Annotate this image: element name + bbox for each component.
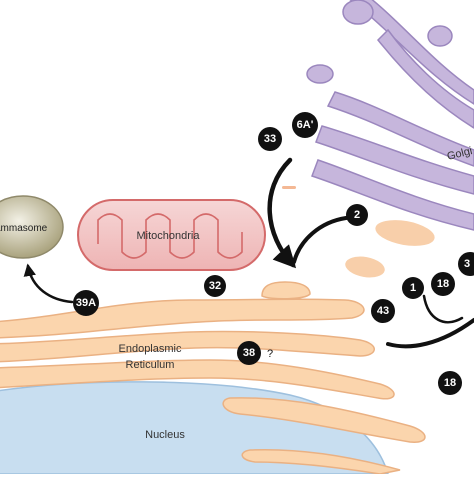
arrow-33-to-er — [267, 157, 297, 269]
endoplasmic-reticulum — [0, 281, 426, 475]
nucleus-label: Nucleus — [145, 429, 185, 441]
svg-text:43: 43 — [377, 305, 389, 317]
badge-33: 33 — [258, 127, 282, 151]
svg-text:18: 18 — [437, 278, 449, 290]
badge-38: 38 — [237, 341, 261, 365]
arrow-39a-to-inflammasome — [23, 263, 74, 304]
badge-2: 2 — [346, 204, 368, 226]
badge-32: 32 — [204, 275, 226, 297]
arrows — [23, 157, 474, 349]
svg-text:1: 1 — [410, 282, 416, 294]
inflammasome-label: ammasome — [0, 223, 48, 234]
arrow-2-to-er — [292, 216, 348, 264]
svg-text:32: 32 — [209, 280, 221, 292]
question-mark: ? — [267, 348, 273, 360]
mitochondria: Mitochondria — [77, 199, 266, 271]
badge-6a: 6A' — [292, 112, 318, 138]
badge-1: 1 — [402, 277, 424, 299]
badge-3-partial: 3 — [458, 252, 474, 276]
badge-18-lower: 18 — [438, 371, 462, 395]
svg-text:2: 2 — [354, 209, 360, 221]
svg-text:18: 18 — [444, 377, 456, 389]
mitochondria-label: Mitochondria — [137, 230, 201, 242]
er-label-line1: Endoplasmic — [119, 343, 182, 355]
arrow-to-vesicle — [422, 294, 464, 324]
vesicles — [282, 186, 435, 278]
badge-43: 43 — [371, 299, 395, 323]
badge-18-upper: 18 — [431, 272, 455, 296]
arrow-golgi-to-er — [386, 318, 474, 349]
svg-text:3: 3 — [464, 258, 470, 270]
svg-text:38: 38 — [243, 347, 255, 359]
svg-text:39A: 39A — [76, 297, 96, 309]
golgi-apparatus — [306, 0, 474, 231]
er-label-line2: Reticulum — [126, 359, 175, 371]
svg-text:33: 33 — [264, 133, 276, 145]
svg-text:6A': 6A' — [297, 119, 314, 131]
badge-39a: 39A — [73, 290, 99, 316]
inflammasome: ammasome — [0, 195, 64, 259]
